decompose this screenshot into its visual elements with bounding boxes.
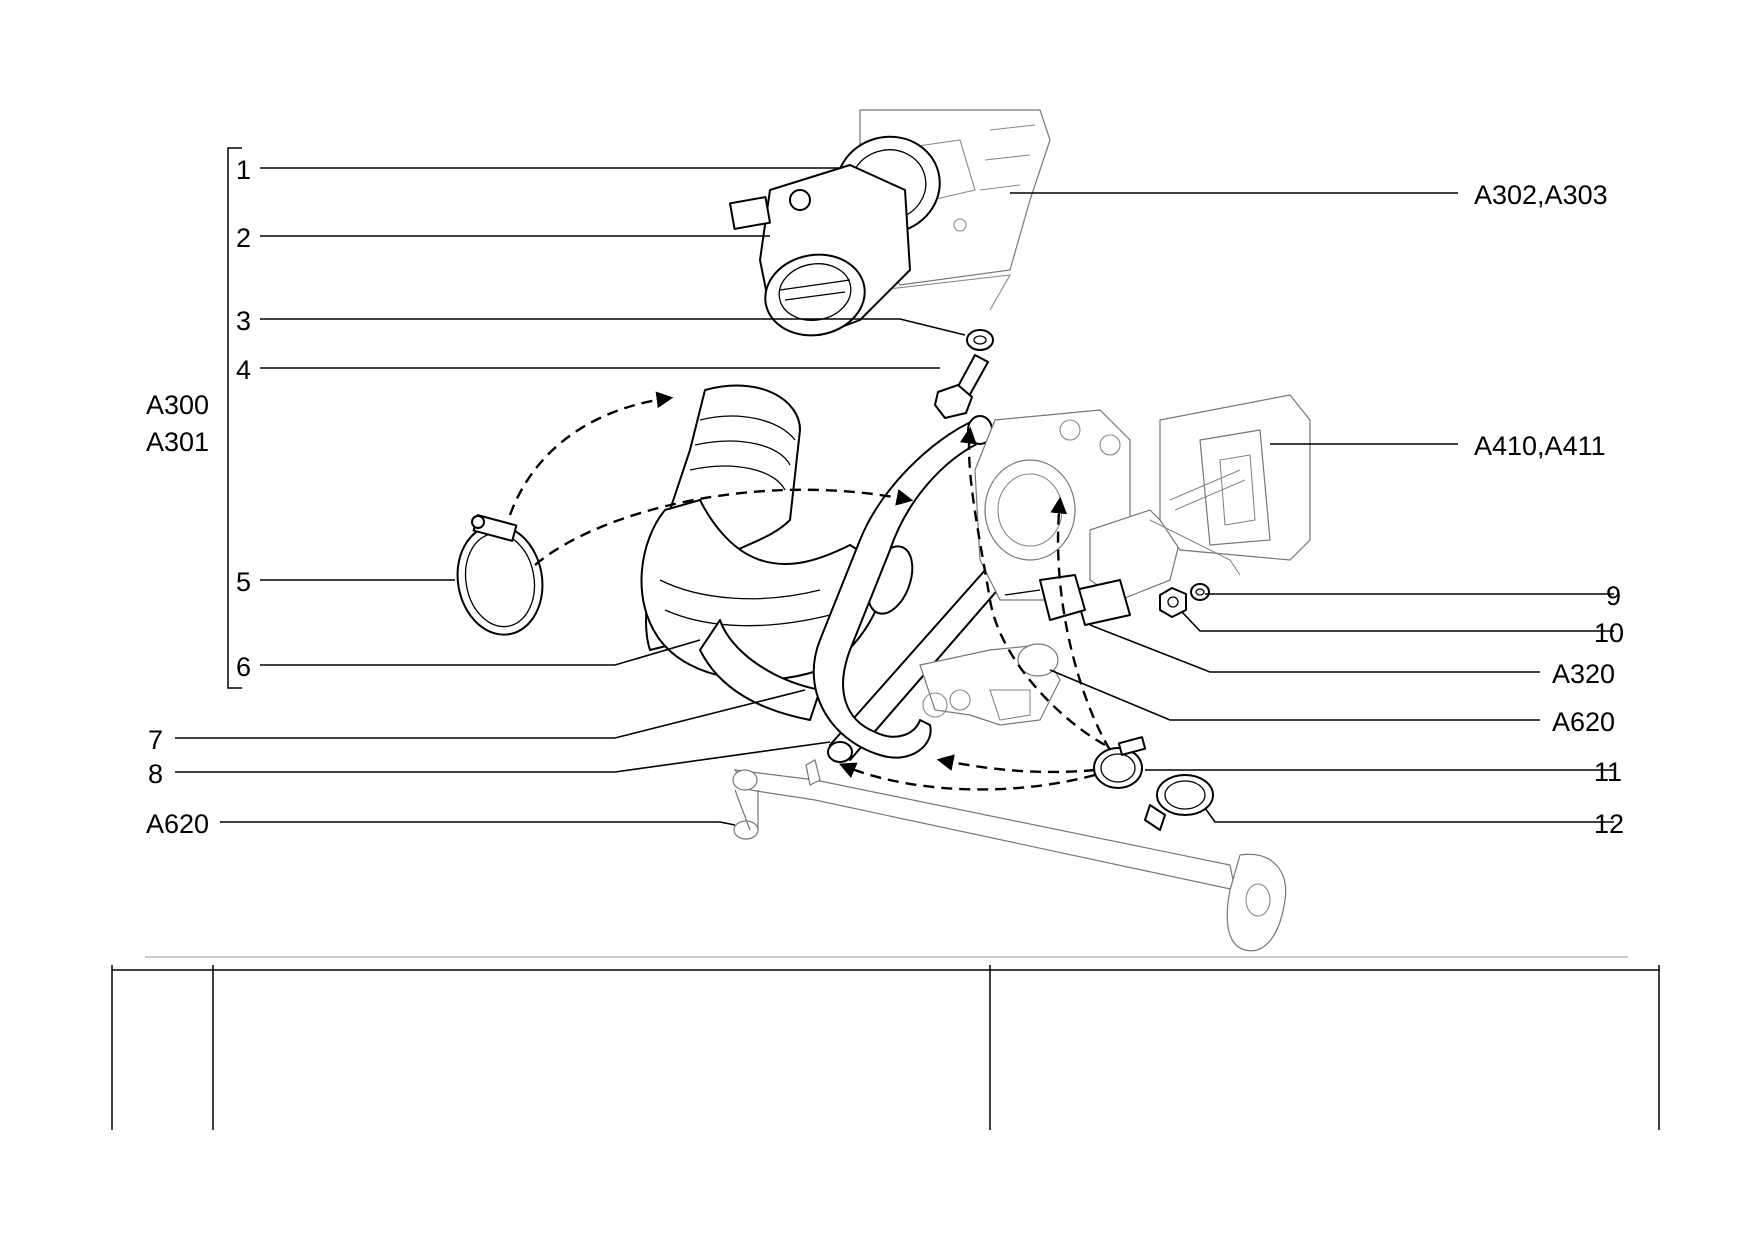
throttle-housing-part-1-2 xyxy=(729,135,941,337)
coolant-hose-part-8 xyxy=(812,415,993,759)
callout-10: 10 xyxy=(1594,618,1624,648)
throttle-body-assembly xyxy=(974,409,1181,601)
engine-block-right-ghost xyxy=(1149,394,1311,576)
hose-clamp-part-11 xyxy=(1093,736,1147,789)
callout-8: 8 xyxy=(148,759,163,789)
callout-11: 11 xyxy=(1594,757,1622,787)
ref-label-a410-a411: A410,A411 xyxy=(1474,431,1606,461)
group-label-a300: A300 xyxy=(146,390,209,420)
assembly-arrows xyxy=(508,391,1112,791)
callout-labels: 1 2 3 4 A300 A301 5 6 7 8 A620 A302,A303… xyxy=(146,155,1624,839)
callout-3: 3 xyxy=(236,306,251,336)
ref-label-a302-a303: A302,A303 xyxy=(1474,180,1608,210)
sensor-a320 xyxy=(1004,574,1131,626)
ref-label-a620-left: A620 xyxy=(146,809,209,839)
group-bracket-a300-a301 xyxy=(227,147,242,689)
callout-4: 4 xyxy=(236,355,251,385)
callout-6: 6 xyxy=(236,652,251,682)
ref-label-a320: A320 xyxy=(1552,659,1615,689)
callout-2: 2 xyxy=(236,223,251,253)
ref-label-a620-right: A620 xyxy=(1552,707,1615,737)
hose-clamp-part-5 xyxy=(456,514,544,636)
callout-1: 1 xyxy=(236,155,251,185)
washer-part-3 xyxy=(966,329,994,351)
bottom-table-frame xyxy=(111,956,1660,1130)
group-label-a301: A301 xyxy=(146,427,209,457)
thermostat-housing-a620 xyxy=(919,643,1061,726)
callout-9: 9 xyxy=(1606,581,1621,611)
bolt-part-4 xyxy=(934,354,989,419)
spring-clamp-part-12 xyxy=(1144,774,1214,831)
washer-part-9 xyxy=(1190,583,1210,601)
callout-7: 7 xyxy=(148,725,163,755)
nut-part-10 xyxy=(1159,587,1187,618)
callout-5: 5 xyxy=(236,567,251,597)
coolant-pipe-a620 xyxy=(732,759,1287,952)
callout-12: 12 xyxy=(1594,809,1624,839)
leader-lines xyxy=(175,167,1614,826)
